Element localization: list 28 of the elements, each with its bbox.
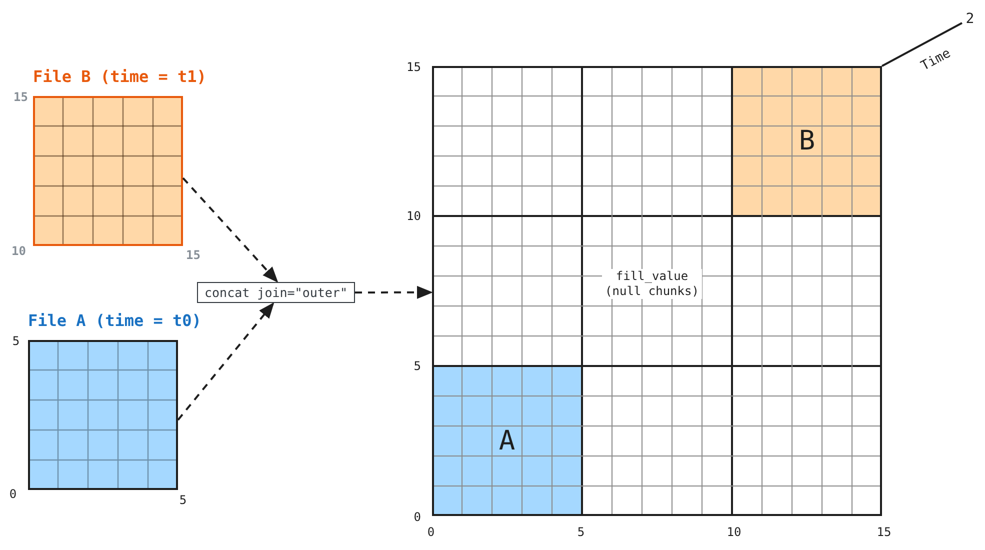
tick-label: 15 [406,60,421,74]
axis-label: Time [919,46,953,74]
tick-label: 0 [9,487,17,501]
data-chunk [432,366,582,516]
dashed-arrow [177,302,274,421]
tick-label: 0 [427,525,435,539]
grid-title: File A (time = t0) [28,311,202,331]
chunk-label: B [798,128,816,154]
grid-title: File B (time = t1) [33,67,206,87]
tick-label: 10 [12,244,26,258]
fill-value-note: fill_value (null chunks) [602,269,702,299]
tick-label: 15 [876,525,892,539]
data-chunk [732,66,882,216]
chunk-label: A [498,428,516,454]
tick-label: 5 [577,525,585,539]
tick-label: 0 [414,510,421,524]
dashed-arrow [355,286,433,299]
tick-label: 5 [414,359,421,373]
tick-label: 10 [726,525,742,539]
array-grid [432,66,882,516]
dashed-arrow [182,177,278,283]
operation-box: concat join="outer" [197,282,355,303]
tick-label: 10 [406,209,421,223]
tick-label: 5 [12,334,20,348]
tick-label: 15 [14,90,28,104]
tick-label: 5 [179,493,187,507]
tick-label: 15 [186,248,200,262]
axis-end-label: 2 [966,12,974,26]
